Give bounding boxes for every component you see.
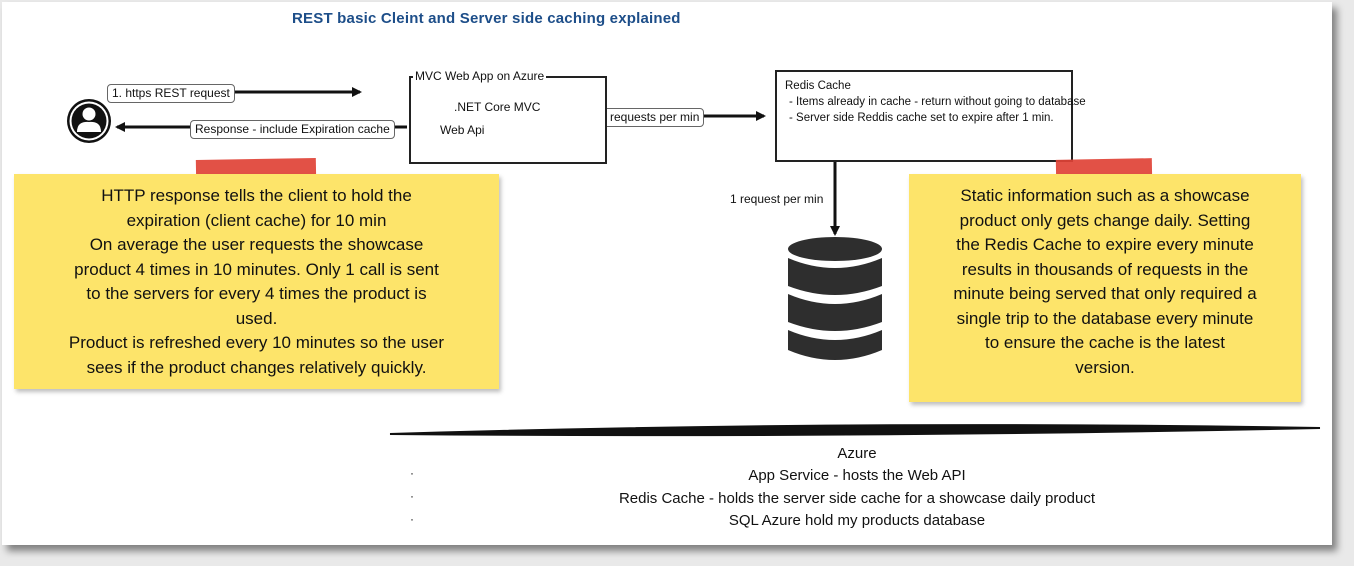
left-note-line: expiration (client cache) for 10 min — [126, 210, 387, 230]
azure-bullet: · — [410, 512, 414, 526]
left-sticky-note: HTTP response tells the client to hold t… — [14, 174, 499, 389]
left-note-line: Product is refreshed every 10 minutes so… — [68, 333, 445, 352]
azure-item-app-service: App Service - hosts the Web API — [748, 467, 966, 484]
left-note-line: used. — [235, 308, 278, 328]
left-note-line: product 4 times in 10 minutes. Only 1 ca… — [74, 259, 439, 279]
mvc-net-core-label: .NET Core MVC — [454, 100, 541, 114]
diagram-canvas: REST basic Cleint and Server side cachin… — [2, 2, 1332, 545]
right-note-line: to ensure the cache is the latest — [984, 333, 1226, 352]
diagram-title: REST basic Cleint and Server side cachin… — [292, 10, 681, 27]
right-note-line: the Redis Cache to expire every minute — [956, 235, 1254, 254]
right-note-line: Static information such as a showcase — [960, 186, 1250, 205]
right-note-line: results in thousands of requests in the — [961, 259, 1249, 279]
left-note-line: sees if the product changes relatively q… — [86, 357, 427, 377]
azure-item-redis-cache: Redis Cache - holds the server side cach… — [618, 490, 1096, 507]
mvc-box-legend: MVC Web App on Azure — [413, 69, 547, 83]
redis-line-2: - Server side Reddis cache set to expire… — [789, 112, 1054, 124]
db-request-label: 1 request per min — [730, 192, 824, 206]
right-note-line: product only gets change daily. Setting — [959, 210, 1251, 230]
request-label: 1. https REST request — [107, 84, 235, 103]
azure-item-sql-azure: SQL Azure hold my products database — [728, 512, 986, 529]
azure-bullet: · — [410, 466, 414, 480]
azure-heading: Azure — [837, 445, 877, 462]
redis-cache-box: Redis Cache - Items already in cache - r… — [775, 70, 1086, 162]
right-note-line: minute being served that only required a — [953, 284, 1257, 303]
response-label: Response - include Expiration cache — [190, 120, 395, 139]
left-note-line: On average the user requests the showcas… — [89, 235, 424, 254]
left-note-line: to the servers for every 4 times the pro… — [86, 284, 427, 303]
mvc-web-app-box: MVC Web App on Azure .NET Core MVC Web A… — [409, 69, 607, 164]
redis-box-title: Redis Cache — [785, 80, 851, 92]
azure-brace — [389, 424, 1321, 437]
right-sticky-note: Static information such as a showcase pr… — [909, 174, 1301, 402]
user-avatar-icon — [67, 99, 111, 143]
right-note-line: version. — [1075, 357, 1135, 377]
database-icon — [788, 237, 882, 360]
redis-line-1: - Items already in cache - return withou… — [789, 96, 1086, 108]
left-note-line: HTTP response tells the client to hold t… — [101, 186, 412, 205]
right-note-line: single trip to the database every minute — [956, 308, 1254, 328]
azure-bullet: · — [410, 489, 414, 503]
mvc-web-api-label: Web Api — [440, 123, 485, 137]
requests-per-min-label: 2k requests per min — [589, 108, 705, 127]
